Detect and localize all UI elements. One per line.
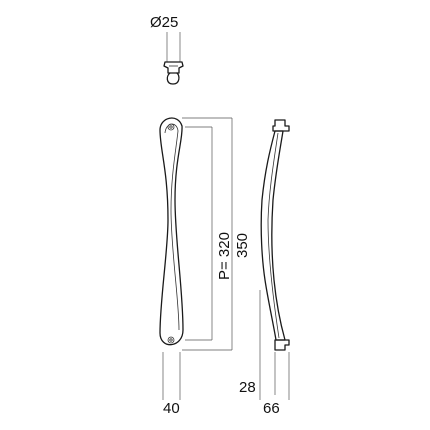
screw-hole-bottom-center <box>169 338 173 342</box>
post-base-shape <box>166 72 180 85</box>
offset-dimension: 28 <box>239 290 276 396</box>
mount-post-top <box>272 119 290 132</box>
handle-front-outline <box>159 117 184 346</box>
pitch-dimension: P= 320 <box>185 126 233 341</box>
pitch-label: P= 320 <box>216 232 233 280</box>
screw-hole-top <box>167 123 175 131</box>
handle-front-inner <box>164 123 180 331</box>
top-view-post: Ø25 <box>150 14 184 85</box>
width-label: 40 <box>163 400 180 417</box>
handle-side-outline <box>260 130 286 341</box>
offset-label: 28 <box>239 379 256 396</box>
diameter-label: Ø25 <box>150 14 178 31</box>
front-view-handle <box>159 117 184 346</box>
length-label: 350 <box>234 233 251 258</box>
depth-dimension: 66 <box>259 352 290 417</box>
screw-hole-bottom <box>167 336 175 344</box>
length-dimension: 350 <box>182 117 251 351</box>
width-dimension: 40 <box>162 352 181 417</box>
mount-post-bottom <box>274 339 290 351</box>
handle-side-inner <box>267 132 280 339</box>
screw-hole-top-center <box>169 125 173 129</box>
side-view-handle <box>260 119 290 351</box>
post-cap-shape <box>163 61 184 74</box>
depth-label: 66 <box>263 400 280 417</box>
